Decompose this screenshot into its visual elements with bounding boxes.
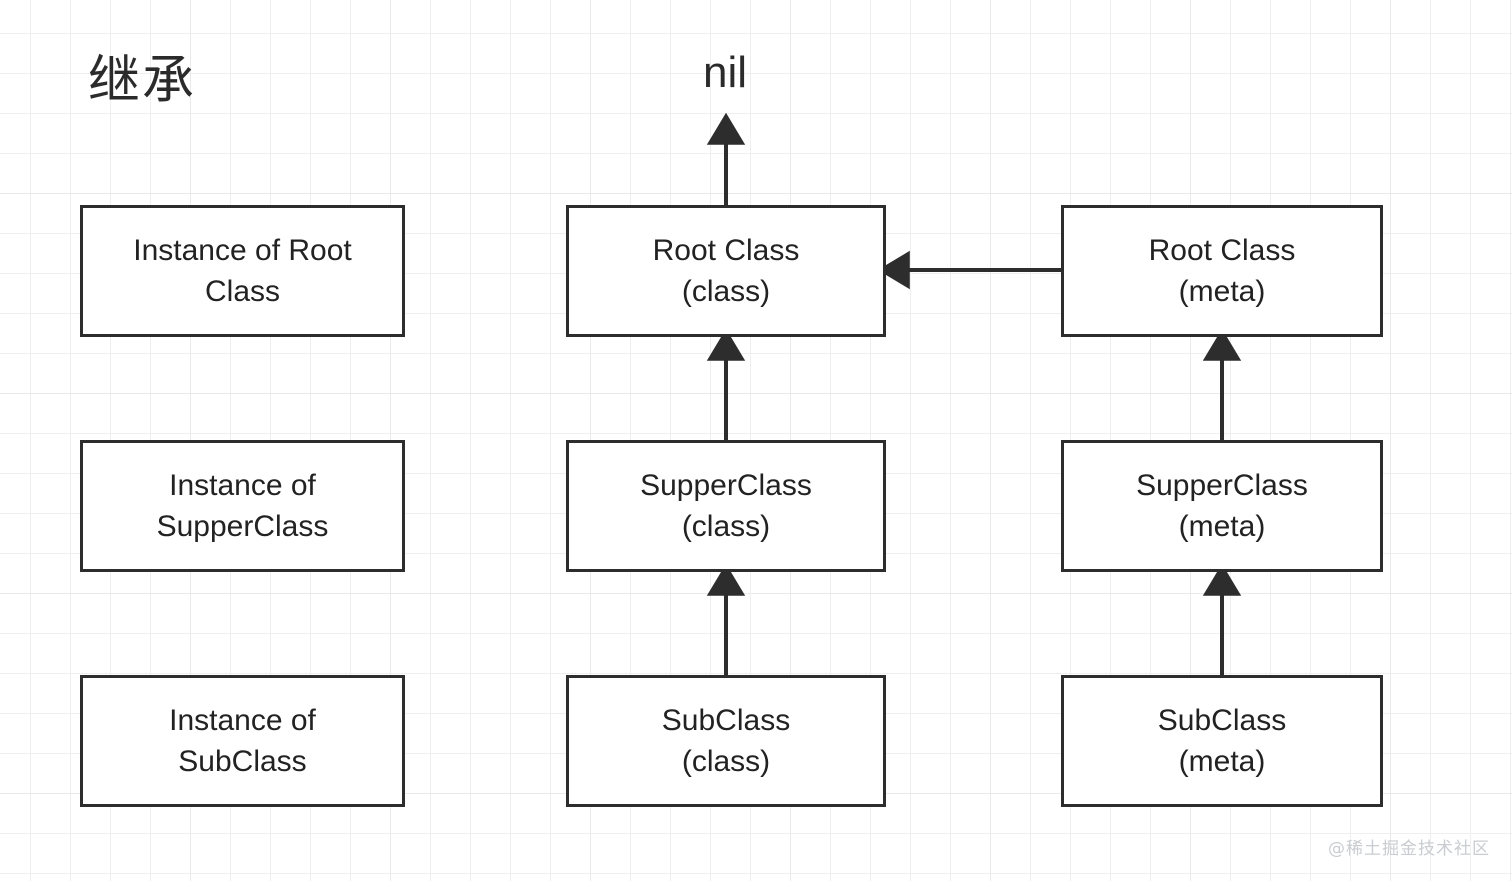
- node-label: Instance of Root Class: [133, 233, 352, 308]
- node-label: SupperClass (class): [640, 468, 812, 543]
- watermark: @稀土掘金技术社区: [1328, 839, 1490, 859]
- node-subclass-meta[interactable]: SubClass (meta): [1061, 675, 1383, 807]
- node-label: Instance of SubClass: [169, 703, 316, 778]
- node-instance-of-subclass[interactable]: Instance of SubClass: [80, 675, 405, 807]
- node-root-class[interactable]: Root Class (class): [566, 205, 886, 337]
- diagram-title: 继承: [88, 51, 197, 111]
- node-label: Root Class (meta): [1148, 233, 1296, 308]
- node-label: SubClass (meta): [1157, 703, 1287, 778]
- node-root-class-meta[interactable]: Root Class (meta): [1061, 205, 1383, 337]
- node-label: Instance of SupperClass: [156, 468, 329, 543]
- node-label: SubClass (class): [661, 703, 791, 778]
- nil-label: nil: [702, 48, 748, 97]
- node-label: Root Class (class): [652, 233, 800, 308]
- node-instance-of-supperclass[interactable]: Instance of SupperClass: [80, 440, 405, 572]
- node-label: SupperClass (meta): [1136, 468, 1308, 543]
- node-instance-of-root-class[interactable]: Instance of Root Class: [80, 205, 405, 337]
- node-supperclass-meta[interactable]: SupperClass (meta): [1061, 440, 1383, 572]
- node-supperclass-class[interactable]: SupperClass (class): [566, 440, 886, 572]
- node-subclass-class[interactable]: SubClass (class): [566, 675, 886, 807]
